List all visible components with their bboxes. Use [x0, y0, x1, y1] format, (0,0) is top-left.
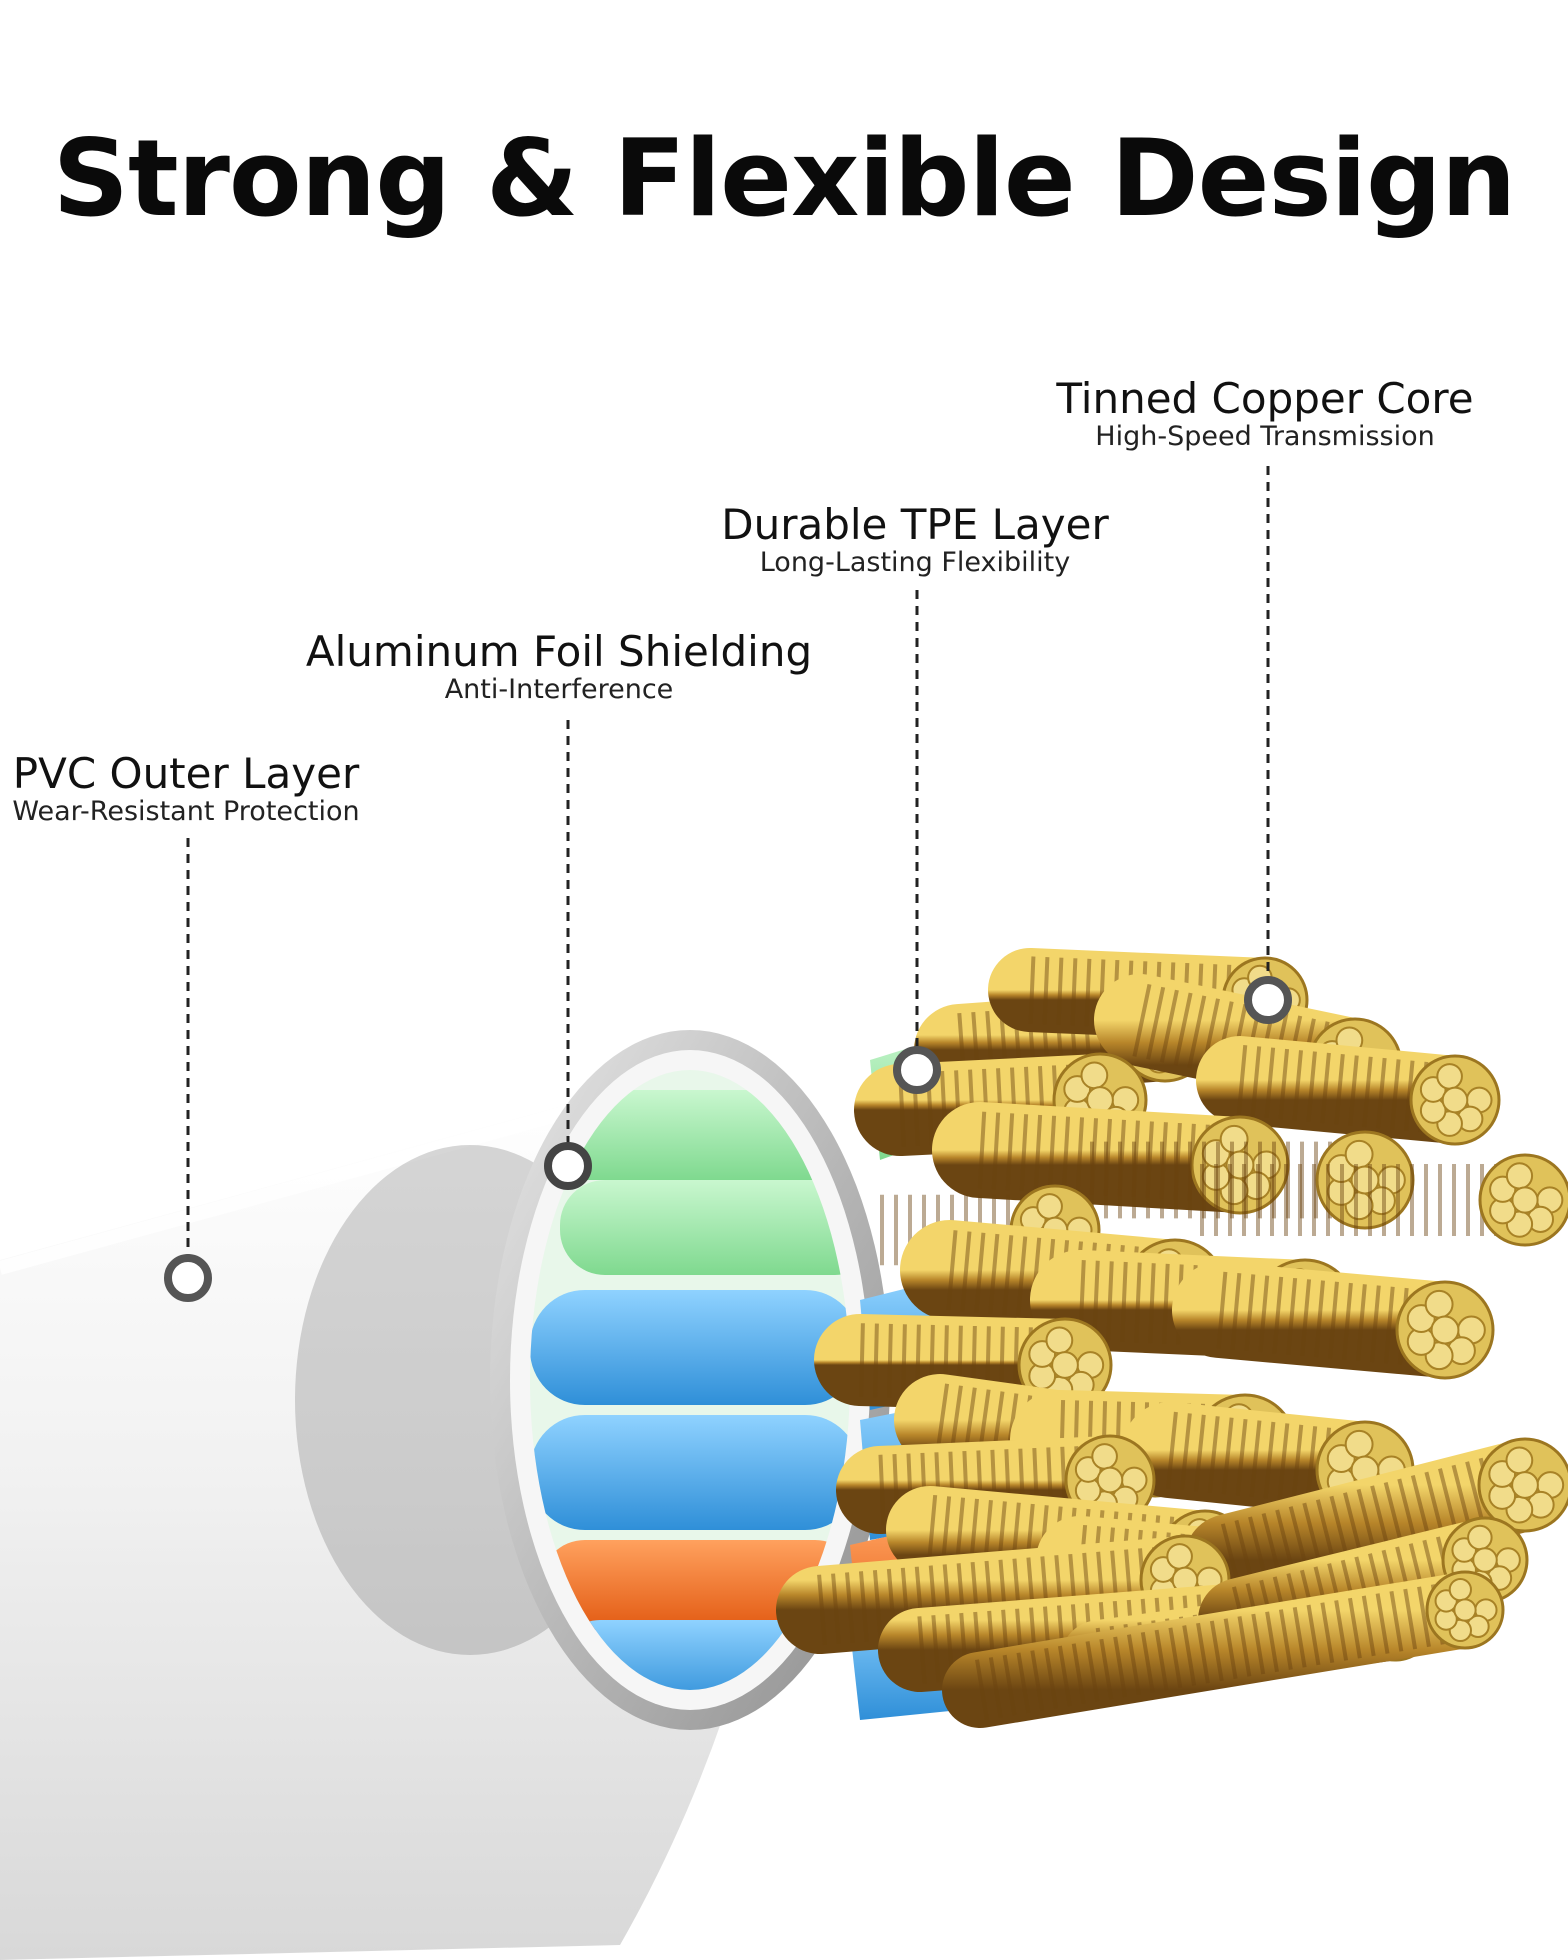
callout-core: Tinned Copper Core High-Speed Transmissi… — [1056, 374, 1474, 453]
copper-wire-dot — [1511, 1186, 1539, 1214]
copper-wire-dot — [1080, 1061, 1109, 1090]
copper-wire-dot — [1472, 1547, 1498, 1573]
copper-strand-twist — [1220, 1449, 1535, 1596]
tpe-marker-dot — [893, 1046, 941, 1094]
copper-wire-dot — [1091, 1443, 1118, 1470]
copper-strand-twist — [1216, 1271, 1449, 1369]
copper-wire-dot — [1430, 1315, 1460, 1345]
page-title: Strong & Flexible Design — [52, 117, 1517, 240]
copper-wire-dot — [1436, 1063, 1463, 1090]
copper-strand-twist — [975, 1580, 1470, 1720]
copper-strand-twist — [1166, 1411, 1369, 1509]
copper-wire-dot — [1344, 1429, 1374, 1459]
callout-markers — [164, 976, 1292, 1302]
copper-wire-dot — [1467, 1524, 1493, 1551]
callout-tpe-subtitle: Long-Lasting Flexibility — [759, 547, 1071, 579]
copper-wire-dot — [1505, 1162, 1534, 1190]
copper-wire-dot — [1511, 1471, 1539, 1499]
copper-wire-dot — [1441, 1086, 1469, 1114]
copper-wire-dot — [1096, 1466, 1124, 1494]
tinned-copper-core — [776, 948, 1568, 1728]
callout-tpe: Durable TPE Layer Long-Lasting Flexibili… — [721, 500, 1109, 579]
copper-strand-twist — [878, 1444, 1112, 1526]
callout-foil: Aluminum Foil Shielding Anti-Interferenc… — [305, 627, 813, 706]
copper-wire-dot — [1505, 1446, 1534, 1475]
core-marker-dot — [1244, 976, 1292, 1024]
callout-core-subtitle: High-Speed Transmission — [1095, 421, 1435, 453]
copper-strand — [776, 1536, 1229, 1654]
callout-pvc: PVC Outer Layer Wear-Resistant Protectio… — [12, 749, 360, 828]
callout-tpe-title: Durable TPE Layer — [721, 500, 1109, 549]
copper-wire-dot — [1448, 1577, 1472, 1602]
callout-leaders — [186, 466, 1270, 1262]
foil-marker-dot — [544, 1142, 592, 1190]
copper-wire-dot — [1424, 1289, 1454, 1319]
callout-foil-subtitle: Anti-Interference — [444, 674, 674, 706]
copper-wire-dot — [1036, 1193, 1063, 1220]
copper-strand-twist — [977, 1111, 1243, 1204]
copper-wire-dot — [1453, 1598, 1477, 1622]
callout-foil-title: Aluminum Foil Shielding — [305, 627, 813, 676]
copper-wire-dot — [1045, 1326, 1074, 1355]
copper-strand — [942, 1572, 1503, 1728]
copper-wire-dot — [1051, 1351, 1079, 1379]
copper-wire-dot — [1166, 1543, 1193, 1570]
copper-strand — [1184, 1439, 1568, 1606]
pvc-marker-dot — [164, 1254, 212, 1302]
callout-pvc-subtitle: Wear-Resistant Protection — [12, 796, 360, 828]
copper-strand-twist — [817, 1544, 1188, 1646]
callout-core-title: Tinned Copper Core — [1056, 374, 1474, 423]
callout-pvc-title: PVC Outer Layer — [12, 749, 360, 798]
